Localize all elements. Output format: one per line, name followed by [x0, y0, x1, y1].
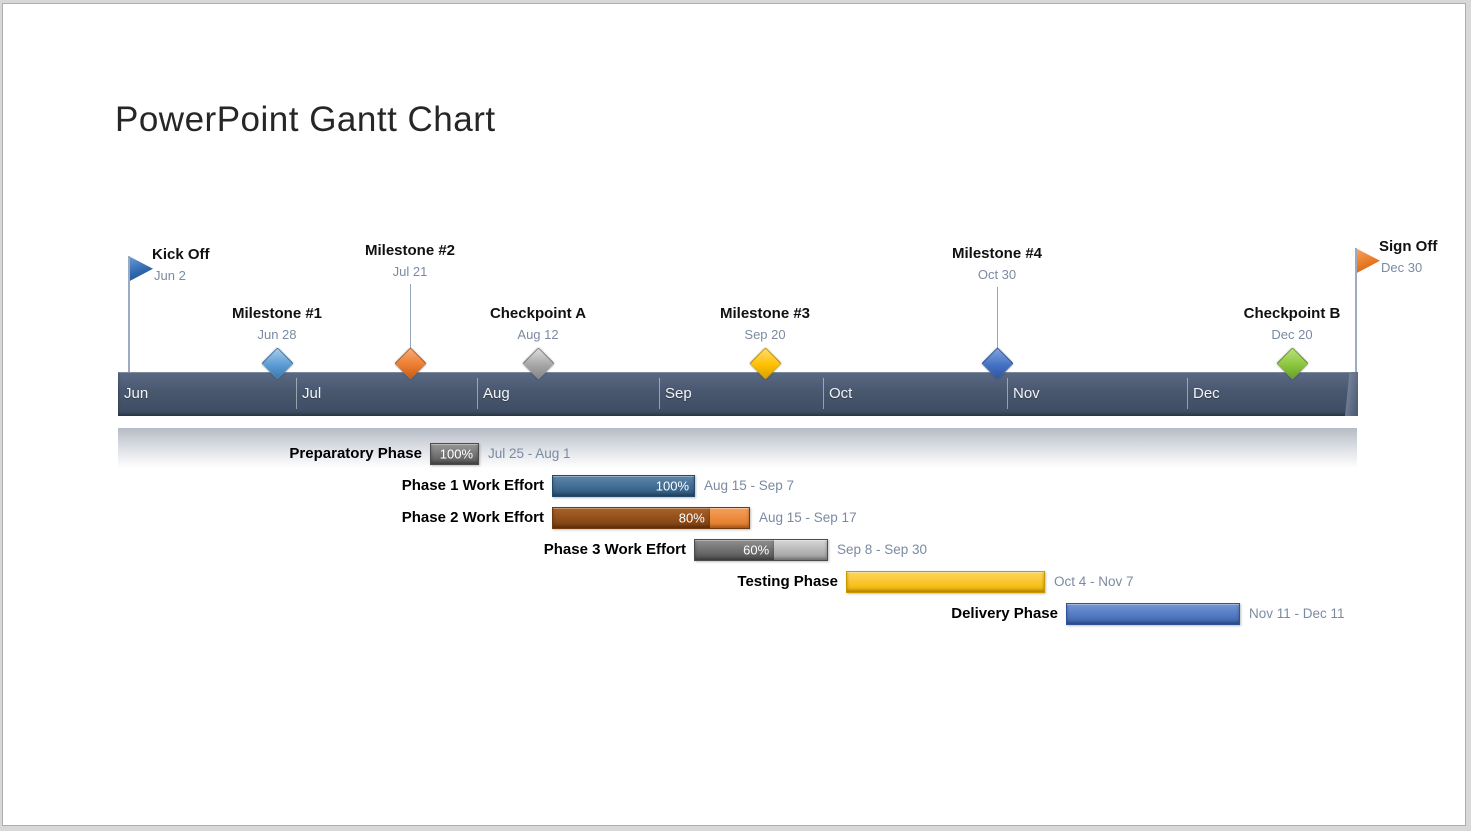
task-dates: Aug 15 - Sep 17 [759, 510, 857, 525]
month-label-jun: Jun [124, 385, 149, 402]
milestone-date: Oct 30 [977, 267, 1017, 282]
month-label-jul: Jul [302, 385, 322, 402]
slide-title: PowerPoint Gantt Chart [115, 100, 496, 139]
diamond-face [981, 347, 1014, 380]
milestone-diamond-icon [394, 347, 427, 380]
milestone-diamond-icon [522, 347, 555, 380]
month-divider [477, 378, 478, 409]
month-label-oct: Oct [829, 385, 853, 402]
task-label: Phase 3 Work Effort [543, 541, 686, 558]
task-percent: 100% [655, 478, 689, 494]
task-bar [846, 571, 1045, 593]
milestone-date: Aug 12 [517, 327, 559, 342]
milestone-name: Checkpoint B [1243, 305, 1341, 322]
task-label: Delivery Phase [951, 605, 1058, 622]
milestone-date: Jun 2 [154, 268, 186, 283]
milestone-diamond-icon [1276, 347, 1309, 380]
milestone-connector [997, 287, 998, 350]
task-bar-fill: 100% [431, 444, 478, 464]
task-bar-fill [847, 572, 1044, 592]
task-label: Preparatory Phase [289, 445, 422, 462]
milestone-diamond-icon [981, 347, 1014, 380]
diamond-face [522, 347, 555, 380]
month-label-sep: Sep [665, 385, 692, 402]
task-percent: 60% [743, 542, 770, 558]
task-bar-fill: 80% [553, 508, 710, 528]
milestone-date: Jul 21 [392, 264, 428, 279]
month-label-dec: Dec [1193, 385, 1220, 402]
milestone-name: Milestone #3 [719, 305, 811, 322]
task-dates: Aug 15 - Sep 7 [704, 478, 795, 493]
month-label-aug: Aug [483, 385, 510, 402]
task-bar: 100% [430, 443, 479, 465]
task-label: Phase 2 Work Effort [401, 509, 544, 526]
task-percent: 100% [439, 446, 473, 462]
month-divider [296, 378, 297, 409]
task-dates: Sep 8 - Sep 30 [837, 542, 928, 557]
diamond-face [1276, 347, 1309, 380]
task-dates: Oct 4 - Nov 7 [1054, 574, 1134, 589]
diamond-face [261, 347, 294, 380]
task-dates: Jul 25 - Aug 1 [488, 446, 571, 461]
milestone-name: Checkpoint A [489, 305, 587, 322]
task-percent: 80% [678, 510, 705, 526]
milestone-date: Dec 20 [1271, 327, 1313, 342]
milestone-name: Milestone #4 [951, 245, 1043, 262]
timeline-shadow [118, 428, 1357, 470]
task-dates: Nov 11 - Dec 11 [1249, 606, 1345, 621]
task-bar-fill [1067, 604, 1239, 624]
diamond-face [749, 347, 782, 380]
task-bar-fill: 100% [553, 476, 694, 496]
task-bar-fill: 60% [695, 540, 775, 560]
diamond-face [394, 347, 427, 380]
flag-pole [1355, 248, 1357, 372]
milestone-connector [410, 284, 411, 350]
task-bar: 100% [552, 475, 695, 497]
flag-pole [128, 256, 130, 372]
milestone-date: Sep 20 [744, 327, 786, 342]
month-divider [1187, 378, 1188, 409]
task-label: Testing Phase [737, 573, 838, 590]
task-bar: 80% [552, 507, 750, 529]
milestone-name: Milestone #1 [231, 305, 323, 322]
month-divider [659, 378, 660, 409]
task-label: Phase 1 Work Effort [401, 477, 544, 494]
month-label-nov: Nov [1013, 385, 1040, 402]
milestone-name: Milestone #2 [364, 242, 456, 259]
month-divider [1007, 378, 1008, 409]
milestone-diamond-icon [261, 347, 294, 380]
month-divider [823, 378, 824, 409]
timeline-bar: Jun Jul Aug Sep Oct Nov Dec [118, 372, 1358, 416]
milestone-date: Jun 28 [257, 327, 297, 342]
milestone-name: Kick Off [152, 246, 210, 263]
task-bar: 60% [694, 539, 828, 561]
timeline-bar-bevel [1345, 372, 1358, 416]
task-bar [1066, 603, 1240, 625]
milestone-date: Dec 30 [1381, 260, 1423, 275]
milestone-name: Sign Off [1379, 238, 1438, 255]
milestone-diamond-icon [749, 347, 782, 380]
